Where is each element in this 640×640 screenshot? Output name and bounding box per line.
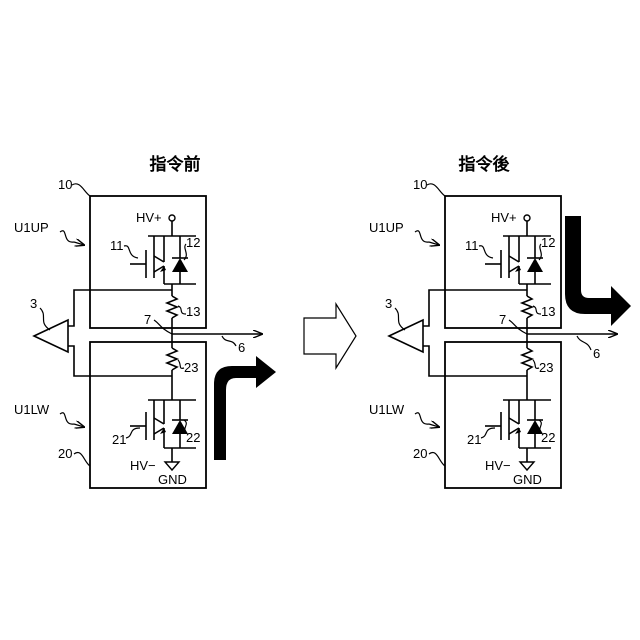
title-after: 指令後 xyxy=(459,154,511,174)
lower-resistor-number: 23 xyxy=(539,360,553,375)
transition-arrow xyxy=(304,304,356,368)
amp-wire-lower xyxy=(417,346,527,376)
lower-igbt-number: 21 xyxy=(467,432,481,447)
gnd-label: GND xyxy=(513,472,542,487)
leader-line xyxy=(429,453,445,466)
leader-line xyxy=(222,336,236,346)
leader-line xyxy=(124,246,138,258)
upper-module-name: U1UP xyxy=(14,220,49,235)
leader-line xyxy=(60,413,74,424)
lower-module-number: 20 xyxy=(58,446,72,461)
ground-symbol xyxy=(520,462,534,470)
lower-resistor-number: 23 xyxy=(184,360,198,375)
hv-minus-label: HV− xyxy=(130,458,156,473)
amp-wire-lower xyxy=(62,346,172,376)
hv-plus-terminal xyxy=(524,215,530,221)
leader-arrow xyxy=(74,424,84,427)
leader-arrow xyxy=(429,242,439,245)
amplifier-triangle xyxy=(389,320,423,352)
hv-plus-label: HV+ xyxy=(136,210,162,225)
leader-line xyxy=(427,184,445,196)
upper-resistor xyxy=(522,296,532,318)
leader-line xyxy=(481,428,495,438)
leader-line xyxy=(60,231,74,242)
leader-line xyxy=(395,308,405,330)
upper-module-name: U1UP xyxy=(369,220,404,235)
leader-line xyxy=(126,428,140,438)
upper-diode-number: 12 xyxy=(186,235,200,250)
upper-module-number: 10 xyxy=(58,177,72,192)
leader-line xyxy=(72,184,90,196)
lower-diode-number: 22 xyxy=(186,430,200,445)
upper-resistor xyxy=(167,296,177,318)
leader-line xyxy=(40,308,50,330)
leader-line xyxy=(178,306,186,314)
amplifier-triangle xyxy=(34,320,68,352)
gnd-label: GND xyxy=(158,472,187,487)
leader-line xyxy=(577,336,591,350)
hv-minus-label: HV− xyxy=(485,458,511,473)
leader-line xyxy=(533,306,541,314)
lower-igbt-number: 21 xyxy=(112,432,126,447)
amplifier-number: 3 xyxy=(30,296,37,311)
lower-module-name: U1LW xyxy=(14,402,50,417)
output-number: 6 xyxy=(238,340,245,355)
leader-line xyxy=(74,453,90,466)
current-flow-arrow xyxy=(214,356,276,460)
lower-resistor xyxy=(167,348,177,370)
lower-module-name: U1LW xyxy=(369,402,405,417)
lower-module-number: 20 xyxy=(413,446,427,461)
ground-symbol xyxy=(165,462,179,470)
lower-diode-number: 22 xyxy=(541,430,555,445)
upper-igbt-number: 11 xyxy=(465,238,479,253)
leader-line xyxy=(415,413,429,424)
hv-plus-terminal xyxy=(169,215,175,221)
leader-line xyxy=(509,320,527,334)
amplifier-number: 3 xyxy=(385,296,392,311)
upper-diode-number: 12 xyxy=(541,235,555,250)
lower-resistor xyxy=(522,348,532,370)
node-number: 7 xyxy=(499,312,506,327)
title-before: 指令前 xyxy=(150,154,201,174)
leader-arrow xyxy=(74,242,84,245)
panel-after: 指令後 10 U1UP U1LW 20 HV+ xyxy=(369,154,631,488)
output-number: 6 xyxy=(593,346,600,361)
node-number: 7 xyxy=(144,312,151,327)
upper-module-number: 10 xyxy=(413,177,427,192)
hv-plus-label: HV+ xyxy=(491,210,517,225)
leader-line xyxy=(479,246,493,258)
panel-before: 指令前 10 U1UP U1LW 20 HV+ xyxy=(14,154,276,488)
current-flow-arrow xyxy=(565,216,631,326)
upper-igbt-number: 11 xyxy=(110,238,124,253)
upper-resistor-number: 13 xyxy=(186,304,200,319)
leader-line xyxy=(415,231,429,242)
leader-line xyxy=(154,320,172,334)
leader-arrow xyxy=(429,424,439,427)
upper-resistor-number: 13 xyxy=(541,304,555,319)
